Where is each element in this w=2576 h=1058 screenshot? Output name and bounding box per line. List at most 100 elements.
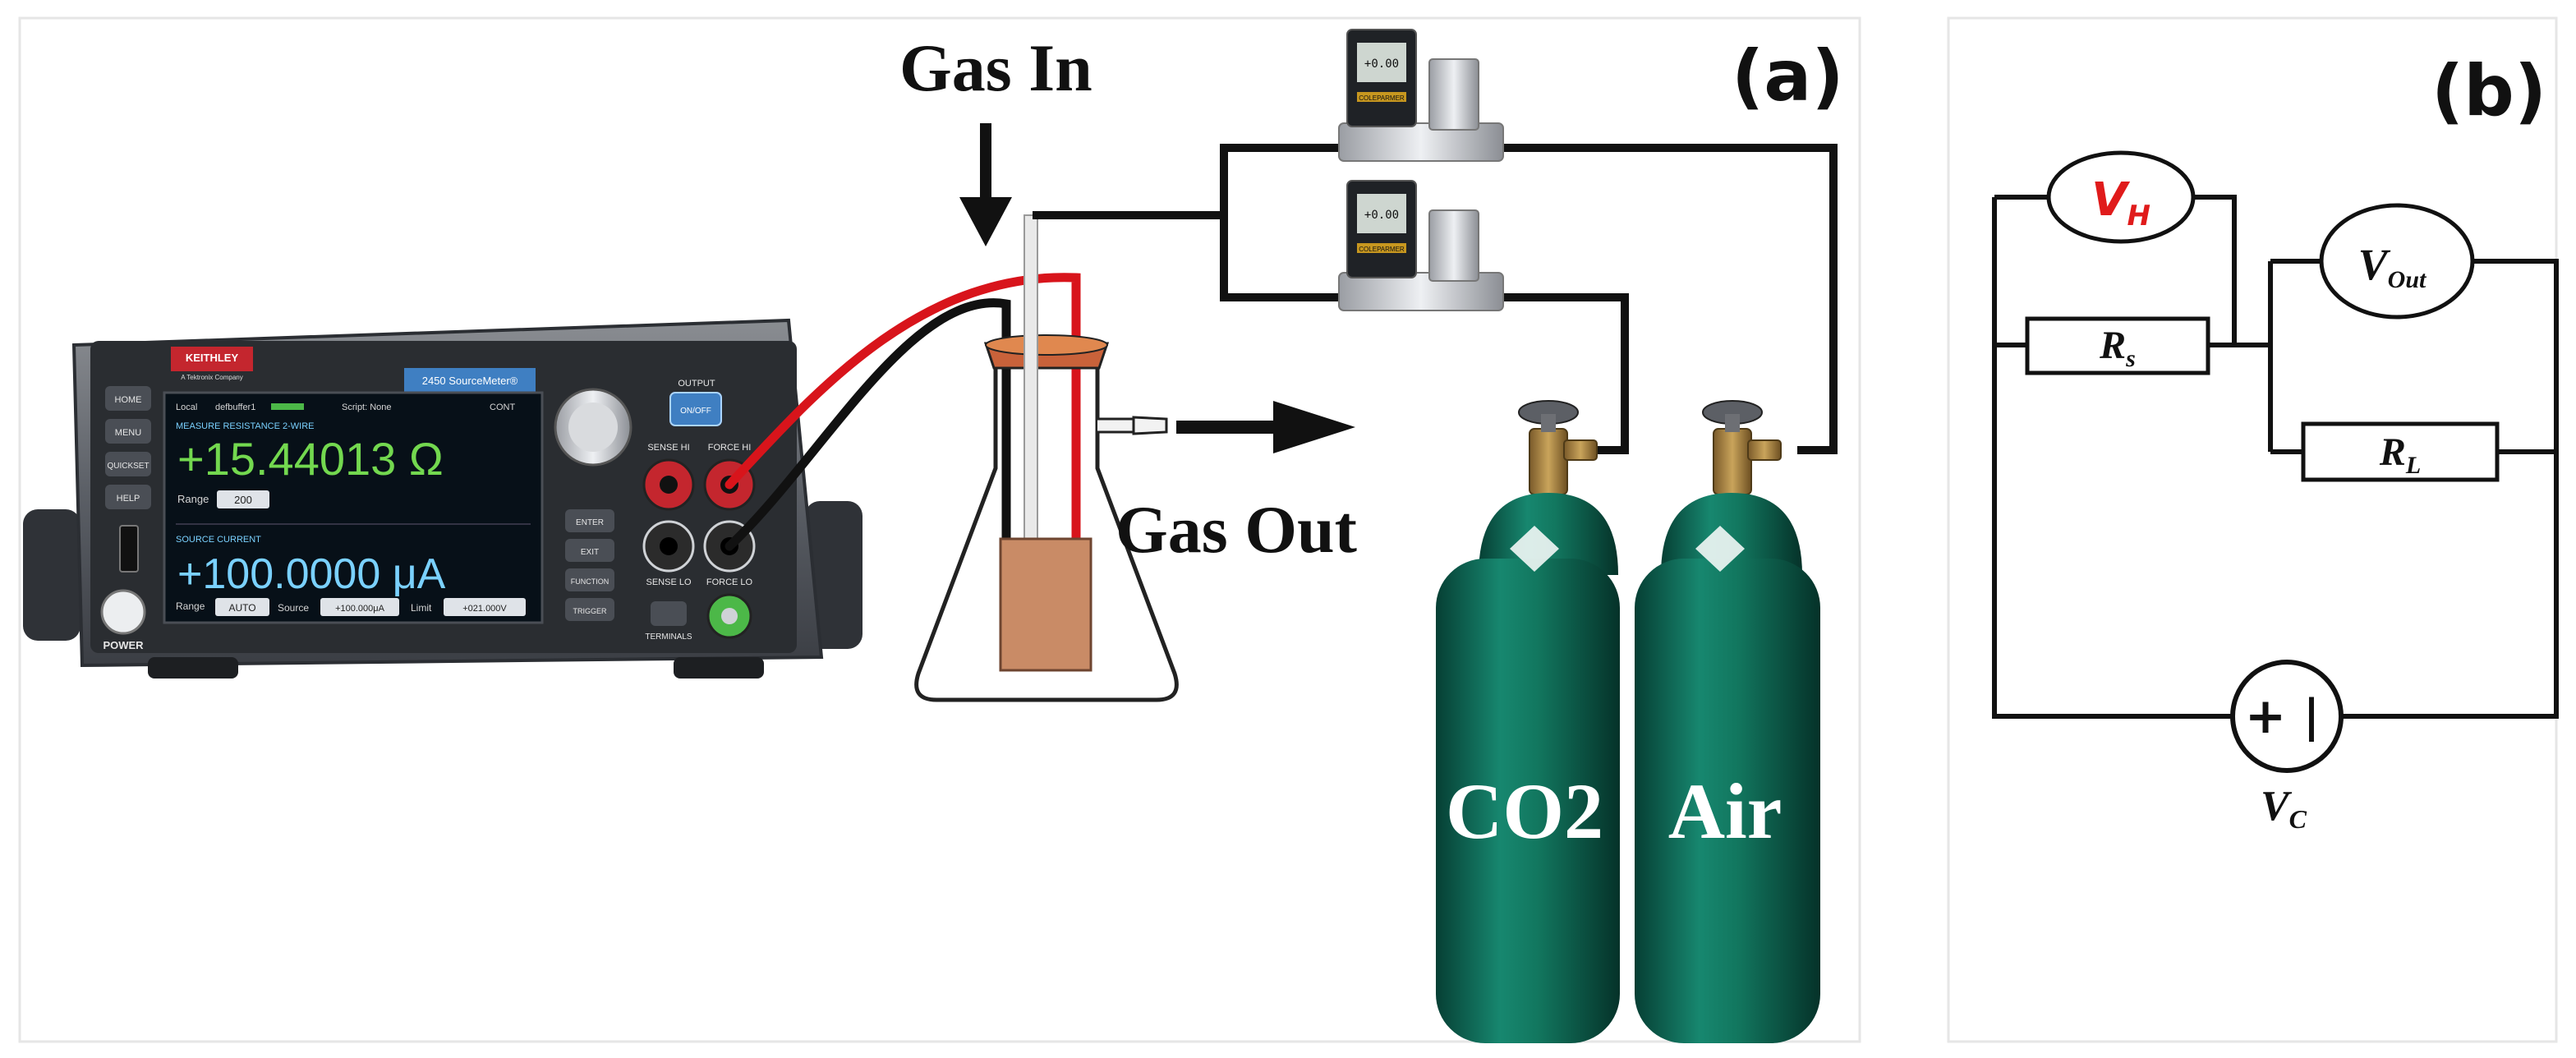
exit-button[interactable] — [565, 539, 614, 562]
buffer-meter — [271, 403, 304, 410]
source-title: SOURCE CURRENT — [176, 535, 261, 545]
sense-lo-terminal-core — [660, 537, 678, 555]
measure-title: MEASURE RESISTANCE 2-WIRE — [176, 421, 315, 431]
terminals-label: TERMINALS — [645, 632, 692, 642]
limit-value: +021.000V — [462, 604, 507, 614]
output-button[interactable] — [669, 392, 722, 426]
air-supply-line — [1495, 144, 1838, 454]
wire-vout-right — [2343, 259, 2559, 719]
limit-label: Limit — [411, 602, 432, 614]
mfc-top-base — [1338, 122, 1504, 162]
wire-left-bus — [1992, 197, 2231, 719]
air-cylinder-body — [1635, 559, 1820, 1043]
co2-safety-label — [1510, 526, 1559, 572]
home-button-label: HOME — [115, 395, 142, 405]
status-script: Script: None — [342, 402, 392, 412]
mfc-top-display — [1357, 43, 1406, 82]
auto-range-label: Range — [176, 600, 205, 612]
usb-port[interactable] — [119, 525, 139, 573]
mfc-bottom-base — [1338, 272, 1504, 311]
vout-sub: Out — [2388, 266, 2427, 293]
exit-button-label: EXIT — [581, 548, 599, 557]
left-button-column: HOME MENU QUICKSET HELP POWER — [100, 386, 151, 651]
auto-range-field[interactable] — [215, 598, 269, 616]
rs-label: Rs — [2099, 324, 2136, 372]
air-cylinder: Air — [1635, 400, 1820, 1043]
trigger-button[interactable] — [565, 598, 614, 621]
gas-inlet-tube — [1024, 214, 1038, 594]
help-button[interactable] — [105, 485, 151, 509]
model-name: 2450 SourceMeter® — [422, 375, 518, 387]
flask-side-arm — [1097, 417, 1135, 434]
measure-value: +15.44013 Ω — [177, 433, 444, 485]
navigation-knob-center — [568, 402, 618, 452]
panel-b-frame — [1947, 16, 2558, 1043]
range-field[interactable] — [217, 490, 269, 508]
trigger-button-label: TRIGGER — [573, 607, 607, 615]
quickset-button[interactable] — [105, 452, 151, 476]
menu-button[interactable] — [105, 419, 151, 444]
source-setting-label: Source — [278, 602, 309, 614]
force-hi-label: FORCE HI — [708, 443, 752, 453]
enter-button-label: ENTER — [576, 518, 604, 527]
source-setting-field[interactable] — [320, 598, 399, 616]
sourcemeter-right-bumper — [805, 501, 862, 649]
mass-flow-controller-bottom: +0.00 COLEPARMER — [1338, 180, 1504, 311]
power-button[interactable] — [100, 589, 146, 635]
air-cylinder-shoulder — [1661, 493, 1802, 575]
rl-base: R — [2379, 430, 2406, 474]
home-button[interactable] — [105, 386, 151, 411]
flask-stopper-top — [985, 334, 1108, 356]
rl-label: RL — [2379, 430, 2421, 479]
range-label: Range — [177, 493, 209, 505]
rs-base: R — [2099, 324, 2126, 367]
range-value: 200 — [234, 494, 252, 506]
gas-out-arrowhead — [1273, 401, 1355, 453]
vh-base: V — [2091, 173, 2131, 227]
air-safety-label — [1695, 526, 1745, 572]
auto-range-value: AUTO — [228, 602, 255, 614]
vout-meter — [2319, 203, 2475, 320]
sourcemeter-foot-right — [674, 657, 764, 678]
panel-label-a: (a) — [1732, 35, 1844, 117]
limit-field[interactable] — [444, 598, 526, 616]
air-valve-stem — [1725, 414, 1740, 432]
help-button-label: HELP — [117, 494, 140, 504]
air-cylinder-label: Air — [1668, 767, 1782, 855]
rs-resistor — [2025, 316, 2210, 375]
sense-lo-label: SENSE LO — [646, 577, 691, 587]
enter-button[interactable] — [565, 509, 614, 532]
mfc-top-reading: +0.00 — [1364, 58, 1399, 71]
mfc-top-brand: COLEPARMER — [1359, 94, 1405, 102]
brand-plate — [171, 347, 253, 371]
source-value: +100.0000 μA — [177, 550, 446, 598]
gas-in-label: Gas In — [899, 30, 1092, 105]
panel-a-frame — [18, 16, 1861, 1043]
rs-sub: s — [2125, 345, 2136, 372]
co2-valve-body — [1529, 428, 1568, 495]
vc-base: V — [2261, 783, 2293, 830]
flask-outlet-nozzle — [1132, 416, 1168, 435]
co2-cylinder-label: CO2 — [1446, 767, 1603, 855]
function-button[interactable] — [565, 568, 614, 591]
vc-sub: C — [2289, 804, 2307, 834]
flask-glass — [914, 353, 1179, 702]
status-local: Local — [176, 402, 197, 412]
air-valve-body — [1713, 428, 1752, 495]
ground-terminal-core — [721, 608, 738, 624]
co2-valve-stem — [1541, 414, 1556, 432]
mfc-bottom-reading: +0.00 — [1364, 209, 1399, 222]
black-lead-wire — [724, 298, 1011, 598]
sense-hi-terminal-core — [660, 476, 678, 494]
erlenmeyer-flask — [914, 214, 1179, 702]
quickset-button-label: QUICKSET — [107, 462, 149, 471]
co2-cylinder: CO2 — [1436, 400, 1620, 1043]
co2-cylinder-body — [1436, 559, 1620, 1043]
status-buffer: defbuffer1 — [215, 402, 255, 412]
co2-supply-line — [1495, 293, 1629, 454]
brand-name: KEITHLEY — [186, 352, 239, 364]
vc-source-plus: + — [2245, 688, 2286, 745]
circuit-diagram — [1992, 195, 2559, 719]
terminals-switch[interactable] — [651, 601, 687, 626]
